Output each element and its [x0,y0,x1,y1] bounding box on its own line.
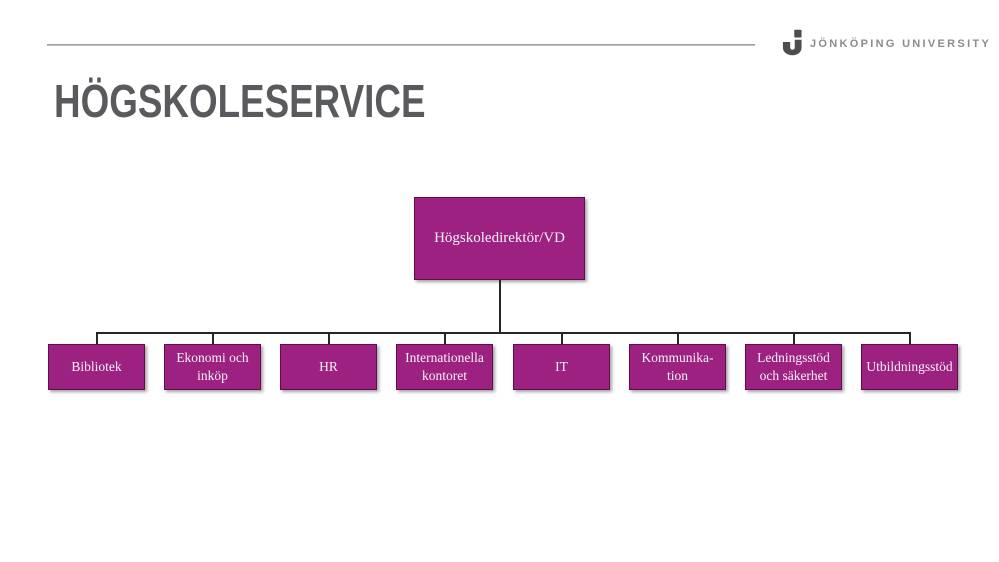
connector-stub [328,332,330,345]
connector-stub [444,332,446,345]
org-box-utbildningsstod: Utbildningsstöd [861,344,958,390]
org-box-root: Högskoledirektör/VD [414,197,585,280]
org-box-label: HR [319,359,338,375]
org-box-label: Bibliotek [71,359,122,375]
jonkoping-logo-icon [782,29,802,56]
org-box-hr: HR [280,344,377,390]
org-box-label: Kommunika- tion [641,350,714,383]
org-box-label: Internationella kontoret [405,350,484,383]
org-box-label: Utbildningsstöd [866,359,953,375]
connector-stub [677,332,679,345]
university-logo: JÖNKÖPING UNIVERSITY [782,29,991,56]
connector-stub [793,332,795,345]
org-box-ekonomi-och-inkop: Ekonomi och inköp [164,344,261,390]
header-rule [47,44,755,46]
connector-stub [909,332,911,345]
org-box-ledningsstod-och-sakerhet: Ledningsstöd och säkerhet [745,344,842,390]
connector-stub [561,332,563,345]
org-box-root-label: Högskoledirektör/VD [434,229,565,246]
org-box-it: IT [513,344,610,390]
org-box-label: Ekonomi och inköp [176,350,249,383]
connector-stub [212,332,214,345]
connector-stub [96,332,98,345]
connector-rail [96,332,911,334]
page-title: HÖGSKOLESERVICE [54,75,426,127]
university-logo-text: JÖNKÖPING UNIVERSITY [810,38,992,50]
org-box-kommunikation: Kommunika- tion [629,344,726,390]
org-box-internationella-kontoret: Internationella kontoret [396,344,493,390]
org-box-label: IT [555,359,568,375]
org-box-bibliotek: Bibliotek [48,344,145,390]
connector-root-drop [499,280,501,332]
org-box-label: Ledningsstöd och säkerhet [757,350,830,383]
